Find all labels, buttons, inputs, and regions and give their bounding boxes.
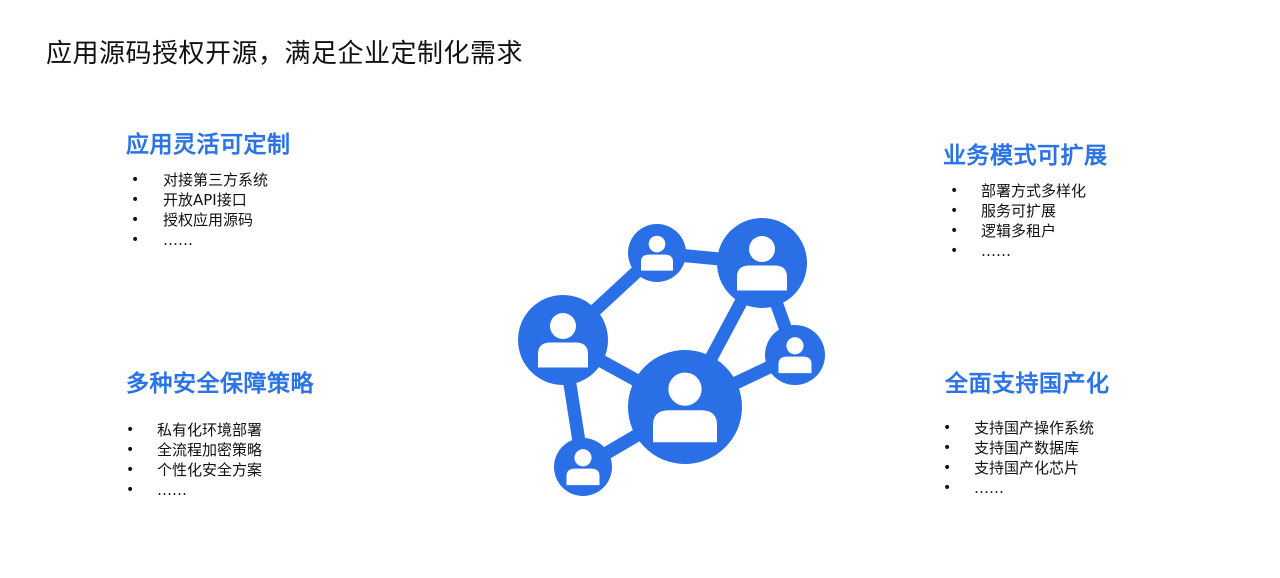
bullet-icon: • [131,192,140,208]
page-title: 应用源码授权开源，满足企业定制化需求 [46,39,524,69]
bullet-icon: • [950,183,959,199]
feature-list: •支持国产操作系统 •支持国产数据库 •支持国产化芯片 •…… [943,418,1110,498]
section-security-strategies: 多种安全保障策略 •私有化环境部署 •全流程加密策略 •个性化安全方案 •…… [126,364,314,500]
list-item: •个性化安全方案 [126,461,263,479]
user-node-icon [628,350,742,464]
list-item: •服务可扩展 [950,202,1057,220]
section-title: 应用灵活可定制 [126,132,291,158]
section-title: 业务模式可扩展 [943,143,1108,169]
list-item: •私有化环境部署 [126,421,263,439]
list-item: •支持国产化芯片 [943,459,1080,477]
bullet-icon: • [126,482,135,498]
bullet-icon: • [943,440,952,456]
list-item: •…… [131,231,193,249]
section-title: 全面支持国产化 [945,371,1110,397]
list-item: •部署方式多样化 [950,182,1087,200]
list-item: •…… [943,479,1004,497]
user-node-icon [518,295,608,385]
bullet-icon: • [950,243,959,259]
user-node-icon [717,218,807,308]
list-item: •支持国产数据库 [943,439,1080,457]
bullet-icon: • [126,442,135,458]
bullet-icon: • [126,462,135,478]
bullet-icon: • [131,232,140,248]
section-domestic-support: 全面支持国产化 •支持国产操作系统 •支持国产数据库 •支持国产化芯片 •…… [943,364,1110,498]
bullet-icon: • [950,203,959,219]
bullet-icon: • [943,420,952,436]
section-title: 多种安全保障策略 [126,371,314,397]
bullet-icon: • [126,422,135,438]
user-network-icon [518,218,825,496]
bullet-icon: • [131,172,140,188]
list-item: •全流程加密策略 [126,441,263,459]
bullet-icon: • [943,480,952,496]
section-app-customizable: 应用灵活可定制 •对接第三方系统 •开放API接口 •授权应用源码 •…… [126,125,291,250]
list-item: •授权应用源码 [131,211,254,229]
list-item: •开放API接口 [131,191,247,209]
section-business-scalable: 业务模式可扩展 •部署方式多样化 •服务可扩展 •逻辑多租户 •…… [943,136,1108,261]
list-item: •支持国产操作系统 [943,419,1095,437]
list-item: •…… [126,481,187,499]
bullet-icon: • [943,460,952,476]
list-item: •…… [950,242,1011,260]
bullet-icon: • [950,223,959,239]
user-node-icon [554,438,612,496]
user-node-icon [628,224,686,282]
feature-list: •对接第三方系统 •开放API接口 •授权应用源码 •…… [131,170,291,250]
list-item: •逻辑多租户 [950,222,1057,240]
feature-list: •私有化环境部署 •全流程加密策略 •个性化安全方案 •…… [126,420,314,500]
feature-list: •部署方式多样化 •服务可扩展 •逻辑多租户 •…… [950,181,1108,261]
user-node-icon [765,325,825,385]
bullet-icon: • [131,212,140,228]
list-item: •对接第三方系统 [131,171,269,189]
